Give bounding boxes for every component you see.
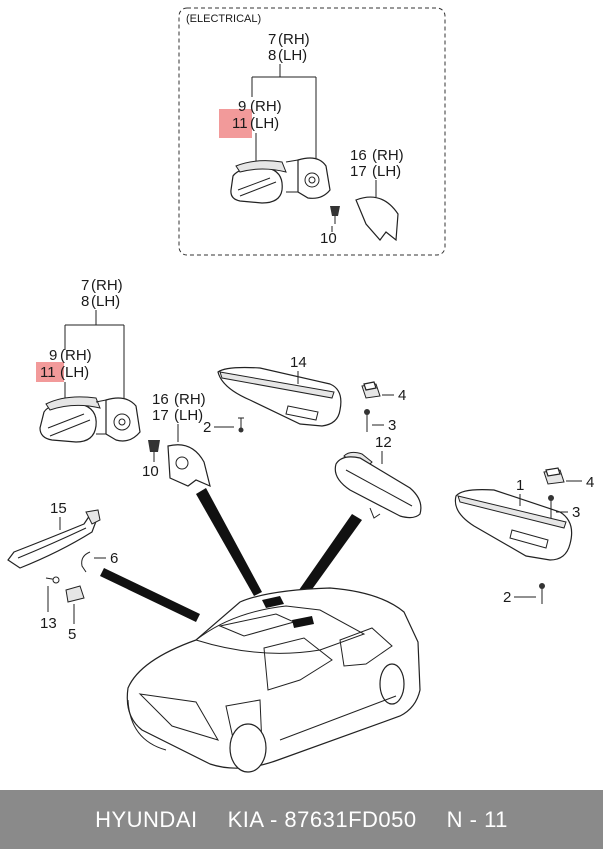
electrical-inset: (ELECTRICAL) 7 (RH) 8 (LH) 9 (RH) 11 (LH… (178, 7, 446, 256)
handle-cap-5 (65, 585, 85, 603)
callout-6: 6 (110, 550, 118, 567)
inset-callout-11-side: (LH) (250, 115, 279, 132)
visor-screw-head-3b (548, 495, 554, 501)
visor-screw-head-3a (364, 409, 370, 415)
callout-7: 7 (81, 277, 89, 294)
inset-mirror-cover (355, 196, 399, 242)
leader-7-8 (64, 310, 125, 402)
visor-holder-lower: 4 3 (543, 467, 594, 521)
callout-12: 12 (375, 434, 392, 451)
footer-part-number: KIA - 87631FD050 (227, 806, 417, 832)
inset-callout-16-side: (RH) (372, 147, 404, 164)
callout-11: 11 (40, 364, 56, 381)
sun-visor-rh: 14 2 (203, 354, 342, 436)
inset-title: (ELECTRICAL) (186, 13, 261, 25)
inset-callout-8-side: (LH) (278, 47, 307, 64)
mirror-cover (167, 444, 211, 488)
parts-diagram: (ELECTRICAL) 7 (RH) 8 (LH) 9 (RH) 11 (LH… (7, 7, 594, 773)
inside-rear-view-mirror: 12 (334, 434, 422, 519)
manual-mirror-group: 7 (RH) 8 (LH) 9 (RH) 11 (LH) 10 16 (RH) … (36, 277, 211, 488)
inset-callout-9-side: (RH) (250, 98, 282, 115)
inset-callout-17: 17 (350, 163, 367, 180)
inset-callout-10: 10 (320, 230, 337, 247)
inset-callout-7-side: (RH) (278, 31, 310, 48)
callout-15: 15 (50, 500, 67, 517)
highlight-11 (36, 362, 64, 382)
footer-brand: HYUNDAI (95, 806, 198, 832)
sun-visor-lh: 1 2 (454, 477, 573, 606)
inset-callout-9: 9 (238, 98, 246, 115)
car-illustration (126, 587, 421, 773)
callout-16: 16 (152, 391, 169, 408)
inset-leader-7-8 (251, 64, 317, 160)
visor-screw-head-2a (238, 427, 244, 433)
mirror-glass (39, 396, 101, 443)
inset-callout-16: 16 (350, 147, 367, 164)
inset-callout-11: 11 (232, 115, 248, 132)
inset-callout-8: 8 (268, 47, 276, 64)
callout-13: 13 (40, 615, 57, 632)
mirror-housing (95, 397, 141, 442)
callout-9-side: (RH) (60, 347, 92, 364)
callout-11-side: (LH) (60, 364, 89, 381)
callout-3b: 3 (572, 504, 580, 521)
inset-callout-17-side: (LH) (372, 163, 401, 180)
callout-7-side: (RH) (91, 277, 123, 294)
callout-8-side: (LH) (91, 293, 120, 310)
footer-bar: HYUNDAI KIA - 87631FD050 N - 11 (0, 790, 603, 849)
roof-location-marker (262, 596, 284, 608)
inset-screw-10 (330, 206, 340, 224)
callout-16-side: (RH) (174, 391, 206, 408)
inset-border (178, 7, 446, 256)
inset-highlight-11 (219, 109, 252, 138)
callout-2b: 2 (503, 589, 511, 606)
callout-10: 10 (142, 463, 159, 480)
callout-4a: 4 (398, 387, 406, 404)
callout-2a: 2 (203, 419, 211, 436)
handle-clip-6 (81, 551, 91, 573)
inset-mirror-housing (285, 157, 331, 199)
inset-callout-7: 7 (268, 31, 276, 48)
callout-3a: 3 (388, 417, 396, 434)
footer-page-ref: N - 11 (446, 806, 508, 832)
callout-17: 17 (152, 407, 169, 424)
callout-8: 8 (81, 293, 89, 310)
callout-4b: 4 (586, 474, 594, 491)
screw-10 (148, 440, 160, 452)
callout-17-side: (LH) (174, 407, 203, 424)
assist-handle: 15 6 13 5 (7, 500, 118, 643)
callout-14: 14 (290, 354, 307, 371)
callout-1: 1 (516, 477, 524, 494)
callout-9: 9 (49, 347, 57, 364)
visor-screw-head-2b (539, 583, 545, 589)
visor-holder-upper: 4 3 (361, 381, 406, 434)
callout-5: 5 (68, 626, 76, 643)
inset-mirror-glass (230, 160, 287, 204)
location-arrows (100, 488, 362, 622)
